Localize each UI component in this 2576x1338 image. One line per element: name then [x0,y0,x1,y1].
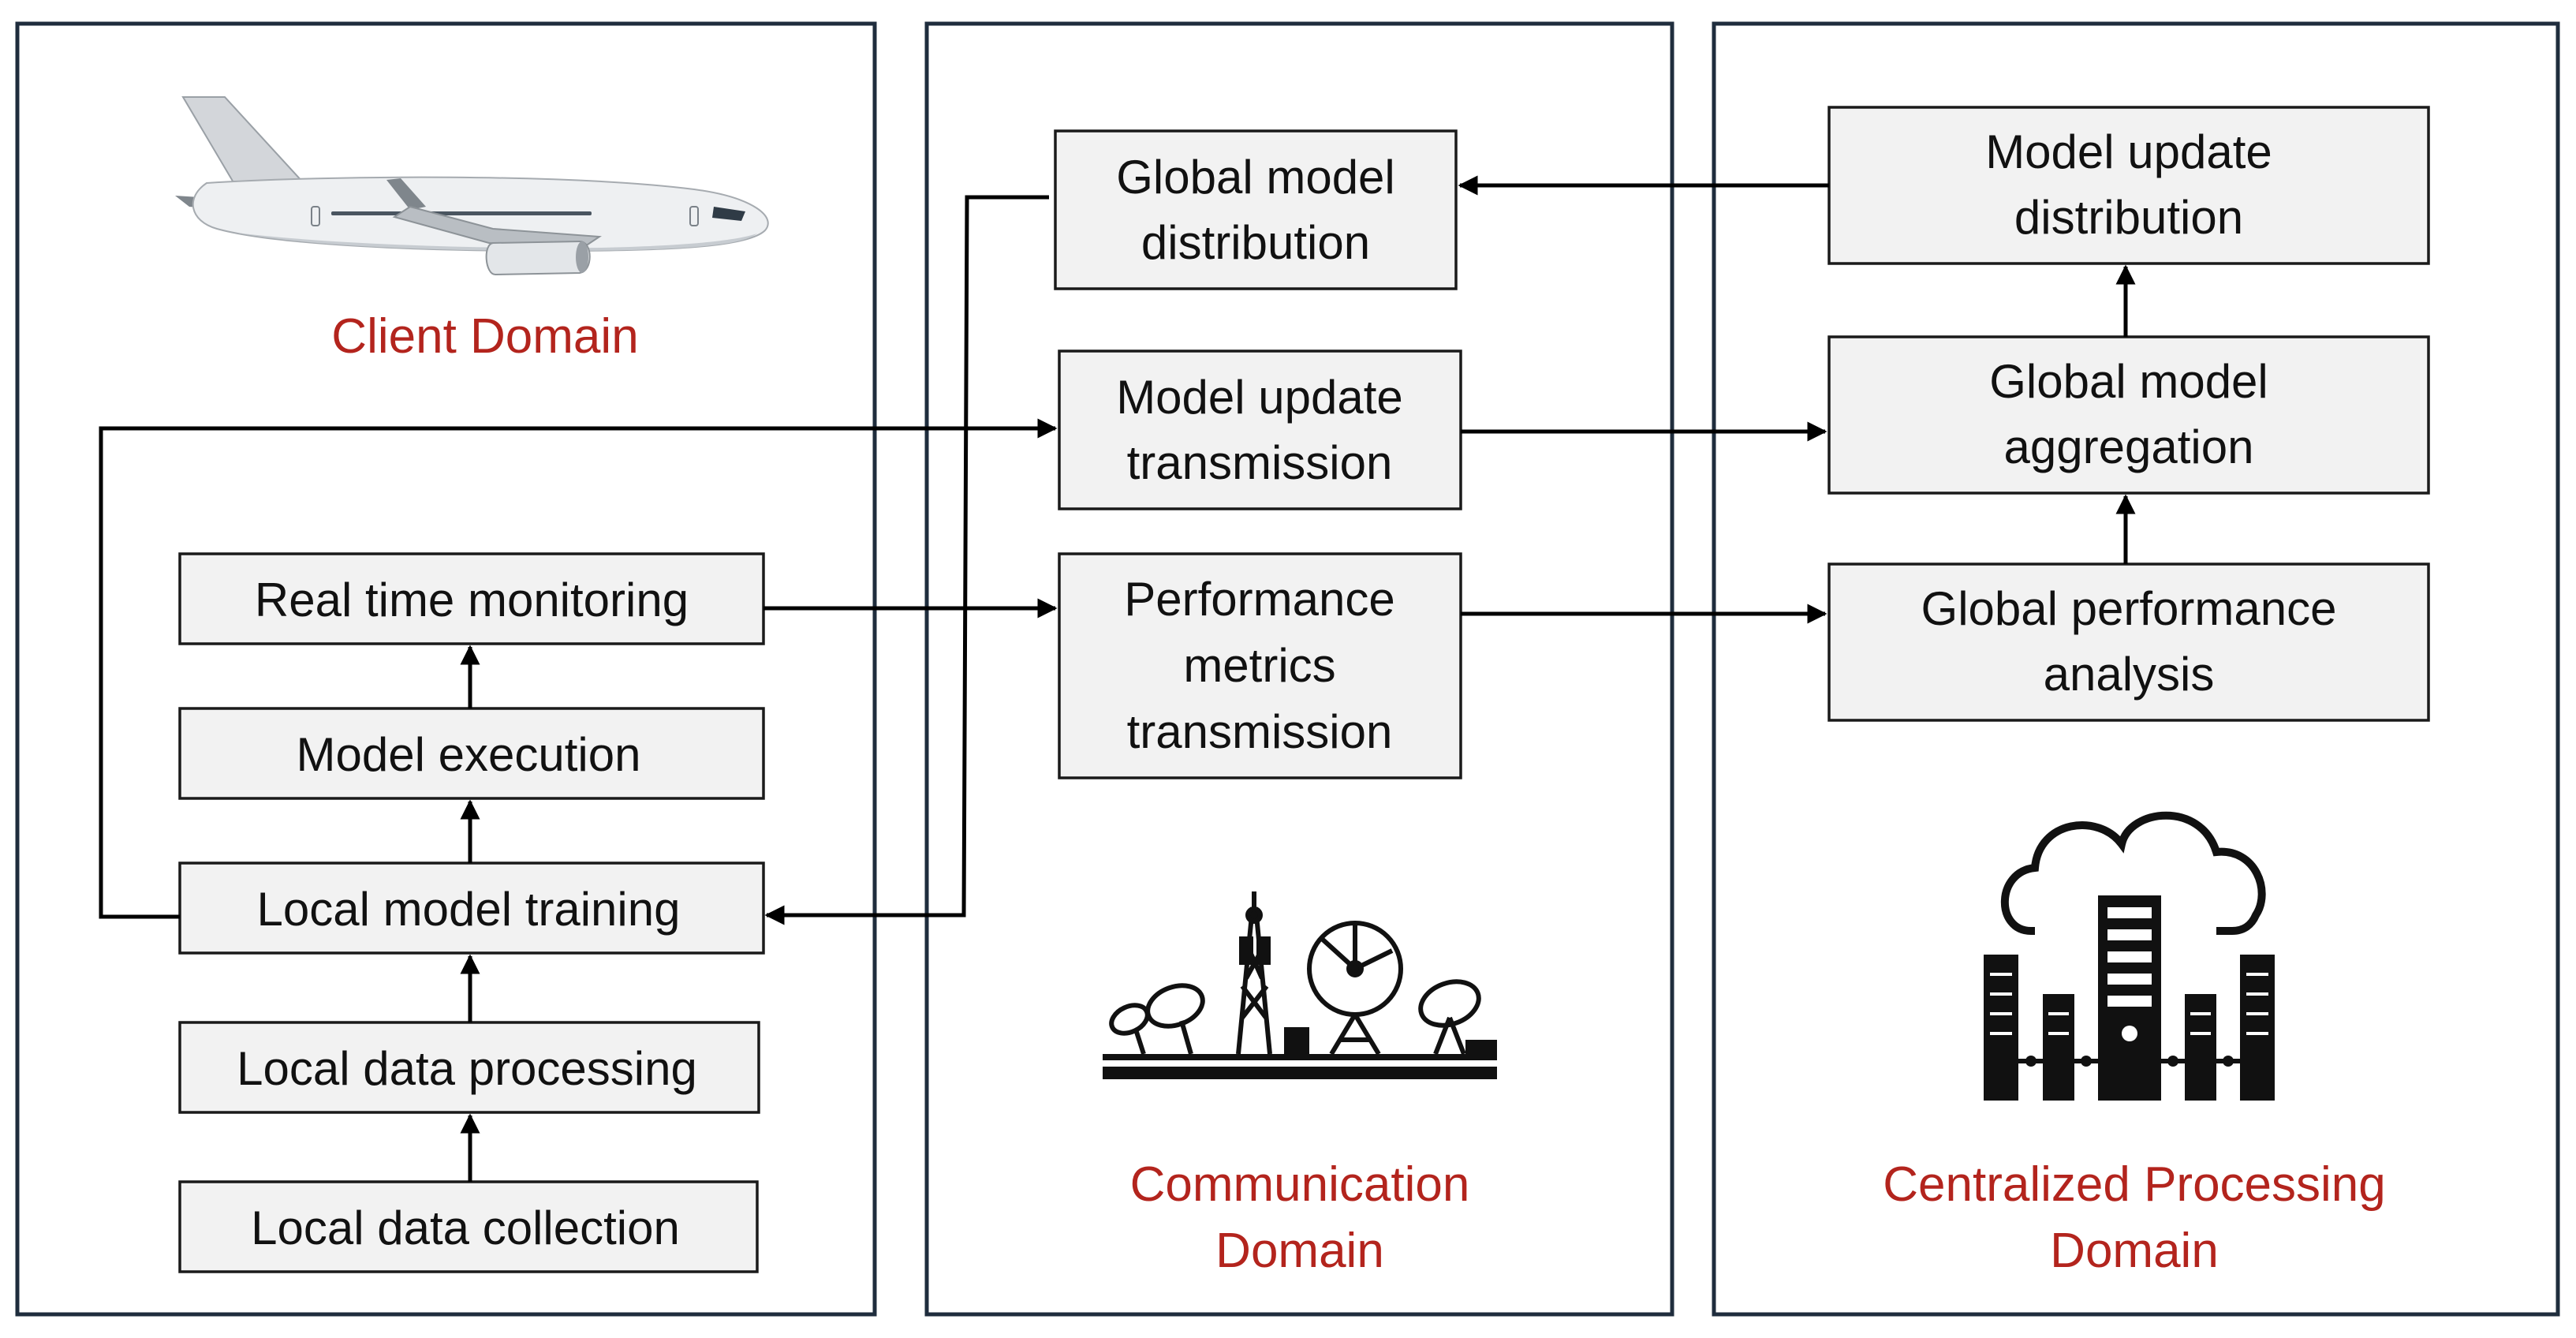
global-model-aggregation-box: Global model aggregation [1827,335,2430,495]
cloud-servers-icon [1984,811,2275,1101]
performance-metrics-transmission-box: Performance metrics transmission [1058,552,1462,779]
communication-domain-label-line2: Domain [1215,1224,1384,1278]
global-model-distribution-line1: Global model [1116,151,1395,204]
local-model-training-box: Local model training [178,861,765,955]
real-time-monitoring-label: Real time monitoring [255,574,689,626]
arrow-training-to-update-transmission [99,418,1058,919]
model-execution-label: Model execution [297,728,641,781]
performance-metrics-line1: Performance [1124,573,1394,626]
model-update-transmission-box: Model update transmission [1058,349,1462,510]
global-performance-analysis-line1: Global performance [1921,582,2337,635]
arrows [99,175,2136,1182]
performance-metrics-line2: metrics [1183,639,1335,692]
client-domain-label: Client Domain [331,309,638,364]
centralized-domain-label-line2: Domain [2050,1224,2219,1278]
model-update-transmission-line2: transmission [1127,436,1393,489]
local-data-collection-box: Local data collection [178,1180,759,1273]
airplane-icon [175,96,769,276]
centralized-domain-label-line1: Centralized Processing [1883,1157,2386,1212]
global-performance-analysis-box: Global performance analysis [1827,562,2430,722]
model-update-distribution-box: Model update distribution [1827,106,2430,265]
real-time-monitoring-box: Real time monitoring [178,552,765,645]
model-update-distribution-line2: distribution [2014,191,2243,244]
model-update-distribution-line1: Model update [1985,125,2272,178]
global-model-distribution-line2: distribution [1141,216,1370,269]
local-data-processing-box: Local data processing [178,1021,760,1114]
model-execution-box: Model execution [178,707,765,800]
performance-metrics-line3: transmission [1127,705,1393,758]
antenna-towers-icon [1103,891,1497,1079]
global-performance-analysis-line2: analysis [2044,648,2215,701]
local-model-training-label: Local model training [257,883,681,936]
local-data-processing-label: Local data processing [237,1042,697,1095]
model-update-transmission-line1: Model update [1116,371,1403,424]
arrow-distribution-to-training [764,195,1049,925]
global-model-aggregation-line2: aggregation [2004,420,2254,473]
global-model-distribution-box: Global model distribution [1054,129,1458,290]
communication-domain-label-line1: Communication [1130,1157,1470,1212]
local-data-collection-label: Local data collection [251,1202,680,1254]
global-model-aggregation-line1: Global model [1989,355,2268,408]
